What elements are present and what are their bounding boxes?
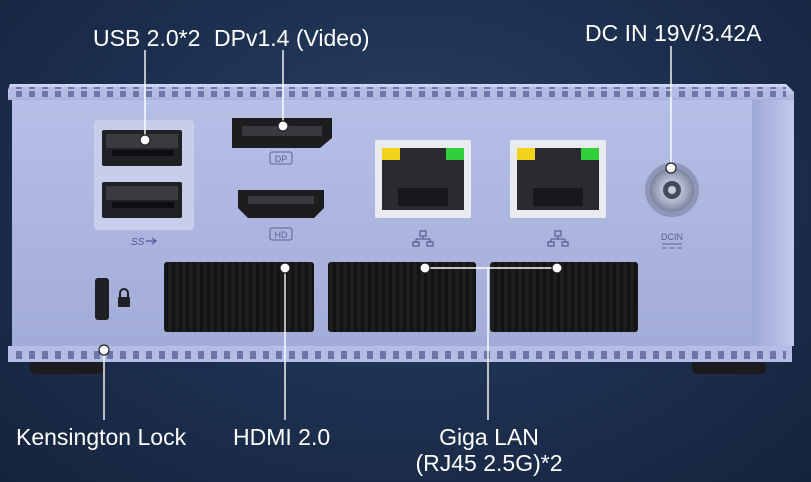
hdmi-label: HDMI 2.0	[233, 424, 331, 450]
lan-label-line-1: Giga LAN	[439, 424, 539, 450]
vent-left	[164, 262, 314, 332]
hdmi-marking: HD	[269, 227, 293, 241]
dcin-marking: DCIN	[661, 232, 683, 249]
lan-led-green	[446, 148, 464, 160]
kensington-label: Kensington Lock	[16, 424, 187, 450]
vent-middle	[328, 262, 476, 332]
lan-led-green	[581, 148, 599, 160]
dp-label: DPv1.4 (Video)	[214, 25, 370, 51]
chassis-right-side	[752, 100, 794, 346]
lan-port-1[interactable]	[375, 140, 471, 218]
network-icon	[412, 230, 434, 247]
leader-dots	[98, 120, 677, 356]
usb-port-2[interactable]	[102, 182, 182, 218]
usb-label: USB 2.0*2	[93, 25, 201, 51]
hdmi-port[interactable]	[238, 190, 324, 218]
dc-label: DC IN 19V/3.42A	[585, 20, 762, 46]
svg-text:HD: HD	[275, 230, 288, 240]
svg-text:DCIN: DCIN	[661, 232, 683, 242]
lan-label: Giga LAN (RJ45 2.5G)*2	[404, 424, 574, 476]
dp-marking: DP	[269, 151, 293, 165]
padlock-icon	[118, 288, 130, 307]
dc-in-jack[interactable]	[645, 163, 699, 217]
usb-ss-icon: SS	[131, 237, 157, 248]
bottom-vent-slots	[10, 349, 786, 359]
foot-left	[30, 360, 104, 374]
lan-led-yellow	[382, 148, 400, 160]
kensington-slot[interactable]	[95, 278, 109, 320]
leader-lines	[103, 46, 672, 420]
svg-text:SS: SS	[131, 237, 145, 248]
top-vent-slots	[10, 87, 786, 97]
lan-led-yellow	[517, 148, 535, 160]
svg-text:DP: DP	[275, 154, 288, 164]
network-icon	[547, 230, 569, 247]
vent-right	[490, 262, 638, 332]
foot-right	[692, 360, 766, 374]
lan-port-2[interactable]	[510, 140, 606, 218]
lan-label-line-2: (RJ45 2.5G)*2	[415, 450, 563, 476]
